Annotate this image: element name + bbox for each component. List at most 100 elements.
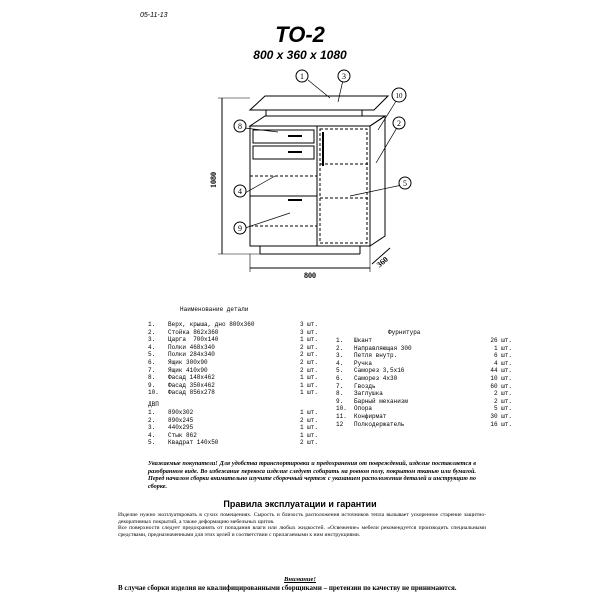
hardware-row-name: Конфирмат	[354, 412, 387, 420]
hardware-row-quantity: 60 шт.	[490, 382, 512, 390]
part-row-number: 10.	[148, 389, 159, 397]
hardware-row: 7. Гвоздь 60 шт.	[336, 383, 512, 391]
svg-text:3: 3	[342, 72, 346, 81]
hardware-row-number: 4.	[336, 359, 344, 367]
callout-3: 3	[337, 69, 351, 83]
hardware-row-name: Направляющая 300	[354, 344, 412, 352]
hardware-row-quantity: 26 шт.	[490, 337, 512, 344]
height-dimension: 1080	[209, 172, 218, 188]
body-front	[249, 125, 371, 247]
hardware-row-quantity: 16 шт.	[490, 420, 512, 428]
dvp-row-number: 2.	[148, 416, 156, 424]
hardware-row-number: 6.	[336, 374, 344, 382]
part-row: 10. Фасад 856x278 1 шт.	[148, 389, 318, 397]
part-row-name: Полки 468x340	[168, 343, 215, 351]
part-row-quantity: 1 шт.	[299, 374, 318, 382]
svg-text:1: 1	[300, 72, 304, 81]
product-title: ТО-2	[275, 22, 325, 47]
rules-title: Правила эксплуатации и гарантии	[223, 499, 377, 509]
rules-paragraph-2: Все поверхности следует предохранять от …	[118, 525, 486, 538]
part-row-name: Ящик 410x90	[168, 366, 208, 374]
svg-text:2: 2	[397, 119, 401, 128]
hardware-row-name: Саморез 3,5x16	[354, 367, 405, 375]
hardware-row-name: Опора	[354, 405, 373, 413]
dvp-row-name: 440x295	[168, 424, 194, 432]
hardware-row-name: Полкодержатель	[354, 420, 405, 428]
assembly-drawing: 1 3 10 2 8 4 5 9 1080 800 360	[209, 69, 412, 280]
hardware-row-number: 8.	[336, 390, 344, 398]
hardware-row-name: Заглушка	[354, 390, 383, 398]
parts-heading: Наименование детали	[180, 306, 249, 313]
dvp-row-name: 890x245	[168, 416, 194, 424]
hardware-row-number: 9.	[336, 397, 344, 405]
callout-4: 4	[233, 184, 247, 198]
part-row-quantity: 2 шт.	[299, 366, 318, 374]
depth-dimension: 360	[375, 255, 390, 270]
callout-2: 2	[392, 116, 406, 130]
callout-10: 10	[391, 87, 407, 103]
hardware-row: 5. Саморез 3,5x16 44 шт.	[336, 367, 512, 375]
warning-text: В случае сборки изделия не квалифицирова…	[118, 584, 457, 592]
part-row-name: Фасад 350x462	[168, 381, 215, 389]
part-row-quantity: 2 шт.	[299, 358, 318, 366]
hardware-row-quantity: 4 шт.	[493, 359, 512, 367]
hardware-row-name: Гвоздь	[354, 382, 376, 390]
hardware-row-quantity: 30 шт.	[490, 412, 512, 420]
part-row-name: Фасад 856x278	[168, 389, 215, 397]
svg-text:5: 5	[403, 179, 407, 188]
part-row-quantity: 1 шт.	[299, 381, 318, 389]
dvp-row-name: Стык 862	[168, 431, 197, 439]
hardware-row-number: 7.	[336, 382, 344, 390]
part-row-number: 6.	[148, 358, 156, 366]
body-top	[248, 115, 387, 127]
dvp-row-number: 3.	[148, 424, 156, 432]
hardware-row-name: Петля внутр.	[354, 352, 398, 360]
part-row-name: Стойка 862x360	[168, 328, 219, 336]
hardware-row-number: 12	[336, 420, 344, 428]
hardware-row-name: Барный механизм	[354, 397, 409, 405]
hardware-row-name: Шкант	[354, 337, 373, 344]
part-row-quantity: 3 шт.	[299, 328, 318, 336]
callout-8: 8	[233, 119, 247, 133]
warning-title: Внимание!	[284, 576, 316, 583]
part-row-name: Ящик 300x90	[168, 358, 208, 366]
hardware-row-quantity: 44 шт.	[490, 367, 512, 375]
hardware-row-name: Саморез 4x30	[354, 374, 398, 382]
part-row-quantity: 1 шт.	[299, 336, 318, 344]
part-row: 7. Ящик 410x90 2 шт.	[148, 367, 318, 375]
hardware-row-number: 5.	[336, 367, 344, 375]
dvp-row-name: 890x302	[168, 409, 194, 416]
hardware-row: 12 Полкодержатель 16 шт.	[336, 421, 512, 429]
dvp-row-number: 5.	[148, 439, 156, 447]
rules-paragraph-1: Изделие нужно эксплуатировать в сухих по…	[118, 512, 486, 525]
dvp-row-number: 4.	[148, 431, 156, 439]
hardware-row-quantity: 6 шт.	[493, 352, 512, 360]
part-row-name: Верх, крыша, дно 800x360	[168, 321, 255, 328]
dvp-heading: ДВП	[148, 401, 159, 408]
part-row-name: Фасад 148x462	[168, 374, 215, 382]
svg-text:10: 10	[396, 92, 404, 100]
svg-text:4: 4	[238, 187, 242, 196]
part-row-number: 2.	[148, 328, 156, 336]
dvp-row-quantity: 2 шт.	[299, 416, 318, 424]
dvp-row-quantity: 2 шт.	[299, 439, 318, 447]
part-row-number: 7.	[148, 366, 156, 374]
part-row-quantity: 1 шт.	[299, 389, 318, 397]
